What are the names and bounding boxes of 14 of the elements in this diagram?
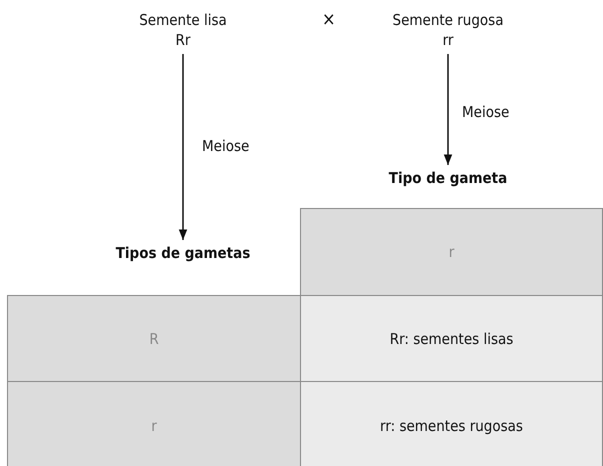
allele-header: R [7,295,301,382]
allele-header: r [7,381,301,466]
genotype-label: rr [442,30,454,50]
offspring-result: rr: sementes rugosas [300,381,603,466]
offspring-result: Rr: sementes lisas [300,295,603,382]
arrow [178,54,188,240]
cross-symbol: × [322,10,336,30]
heading-text: Tipo de gameta [388,168,508,188]
heading-text: Tipos de gametas [114,243,252,263]
genotype-label: Rr [174,30,192,50]
seed-label: Semente lisa [138,10,228,30]
arrow [444,54,452,165]
allele-header: r [300,208,603,296]
seed-label: Semente rugosa [392,10,504,30]
